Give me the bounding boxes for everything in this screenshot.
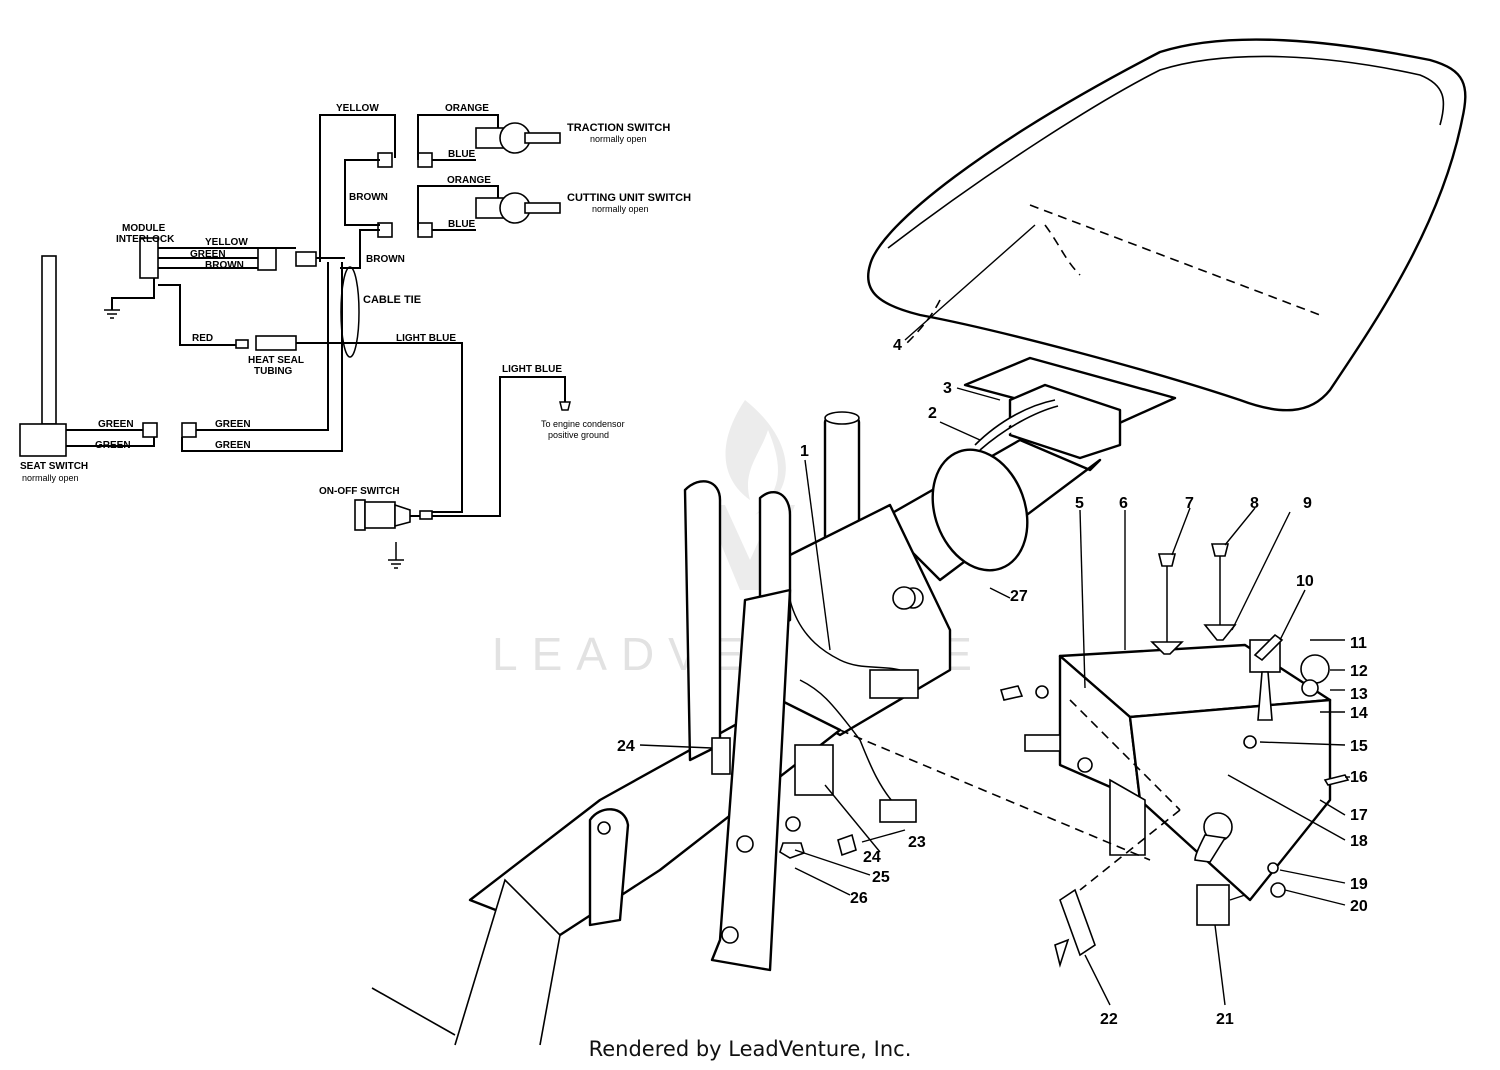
callout-number: 23: [908, 834, 926, 851]
callout-number: 14: [1350, 705, 1368, 722]
callout-number: 21: [1216, 1011, 1234, 1028]
harness-icon: [779, 599, 919, 859]
module-interlock-label: INTERLOCK: [116, 234, 175, 245]
on-off-switch-icon: [354, 499, 411, 531]
ground-icon: [104, 309, 404, 569]
wire-label-green: GREEN: [98, 419, 134, 430]
callout-number: 10: [1296, 573, 1314, 590]
frame-tube-icon: [778, 411, 1102, 737]
callout-number: 9: [1303, 495, 1312, 512]
on-off-switch-label: ON-OFF SWITCH: [319, 486, 400, 497]
callout-number: 25: [872, 869, 890, 886]
connector-icons: [139, 152, 433, 520]
cable-tie-label: CABLE TIE: [363, 294, 421, 306]
wire-label-light-blue: LIGHT BLUE: [396, 333, 456, 344]
lower-frame-icon: [371, 480, 842, 1046]
callout-number: 8: [1250, 495, 1259, 512]
traction-switch-icon: [475, 122, 561, 154]
wiring-schematic: YELLOW ORANGE BLUE BROWN ORANGE BLUE YEL…: [19, 103, 691, 569]
hardware-icon: [892, 543, 1350, 968]
callout-number: 11: [1350, 635, 1367, 652]
callout-number: 6: [1119, 495, 1128, 512]
traction-switch-label: TRACTION SWITCH: [567, 122, 670, 134]
wire-label-orange: ORANGE: [445, 103, 489, 114]
control-console-icon: [1024, 639, 1332, 902]
wire-label-blue: BLUE: [448, 149, 476, 160]
callout-number: 7: [1185, 495, 1194, 512]
seat-switch-icon: [19, 255, 67, 457]
wire-label-brown: BROWN: [366, 254, 405, 265]
callout-number: 20: [1350, 898, 1368, 915]
seat-switch-label: SEAT SWITCH: [20, 461, 88, 472]
cutting-unit-switch-label: CUTTING UNIT SWITCH: [567, 192, 691, 204]
wire-label-yellow: YELLOW: [205, 237, 248, 248]
wire-label-green: GREEN: [190, 249, 226, 260]
callout-number: 15: [1350, 738, 1368, 755]
wire-label-green: GREEN: [215, 419, 251, 430]
callout-number: 22: [1100, 1011, 1118, 1028]
seat-switch-note: normally open: [22, 473, 79, 483]
heat-seal-label: TUBING: [254, 366, 293, 377]
seat-bracket-icon: [963, 356, 1177, 460]
callout-number: 16: [1350, 769, 1368, 786]
wire-label-red: RED: [192, 333, 213, 344]
seat-icon: [867, 38, 1467, 412]
callout-number: 26: [850, 890, 868, 907]
wire-label-light-blue: LIGHT BLUE: [502, 364, 562, 375]
wire-label-brown: BROWN: [349, 192, 388, 203]
callout-number: 19: [1350, 876, 1368, 893]
leader-lines: [639, 224, 1350, 1006]
callout-number: 13: [1350, 686, 1368, 703]
wire-label-green: GREEN: [95, 440, 131, 451]
callout-number: 17: [1350, 807, 1368, 824]
callout-number: 18: [1350, 833, 1368, 850]
wire-label-brown: BROWN: [205, 260, 244, 271]
heat-seal-label: HEAT SEAL: [248, 355, 304, 366]
wire-label-orange: ORANGE: [447, 175, 491, 186]
callout-number: 4: [893, 337, 902, 354]
engine-condensor-label: positive ground: [548, 430, 609, 440]
wire-label-yellow: YELLOW: [336, 103, 379, 114]
cutting-unit-switch-icon: [475, 192, 561, 224]
cutting-unit-switch-note: normally open: [592, 204, 649, 214]
callout-number: 5: [1075, 495, 1084, 512]
callout-number: 1: [800, 443, 809, 460]
wire-label-blue: BLUE: [448, 219, 476, 230]
callout-number: 24: [617, 738, 635, 755]
callout-number: 24: [863, 849, 881, 866]
callout-number: 2: [928, 405, 937, 422]
callout-number: 3: [943, 380, 952, 397]
traction-switch-note: normally open: [590, 134, 647, 144]
wire-label-green: GREEN: [215, 440, 251, 451]
footer-credit: Rendered by LeadVenture, Inc.: [588, 1037, 912, 1061]
exploded-view: 1 2 3 4 5 6 7 8 9 10 11 12 13 14 15 16 1…: [371, 38, 1467, 1046]
callout-number: 12: [1350, 663, 1368, 680]
callout-number: 27: [1010, 588, 1028, 605]
engine-condensor-label: To engine condensor: [541, 419, 625, 429]
module-interlock-label: MODULE: [122, 223, 166, 234]
